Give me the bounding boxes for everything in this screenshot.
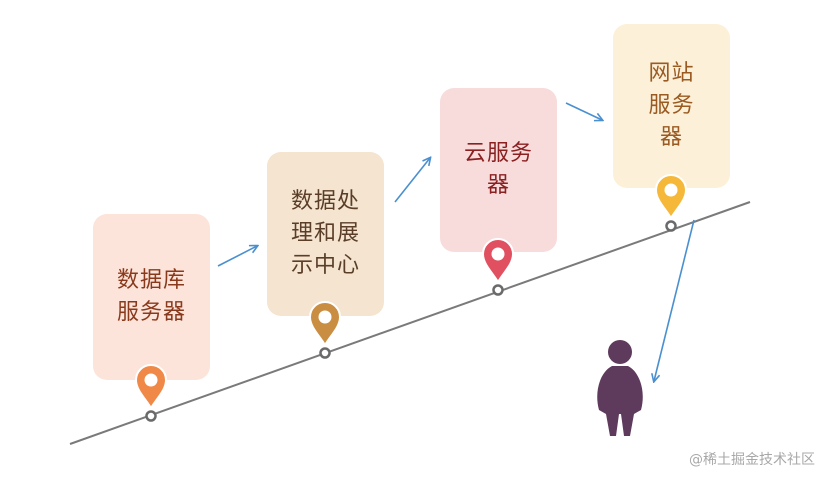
step-label: 数据库服务器 bbox=[116, 268, 186, 325]
user-person-icon bbox=[597, 340, 643, 436]
arrow-1-to-2 bbox=[217, 246, 257, 267]
arrow-3-to-4 bbox=[565, 102, 602, 120]
step-card-database-server: 数据库服务器 bbox=[93, 214, 210, 380]
arrow-2-to-3 bbox=[394, 158, 430, 203]
timeline-node-3 bbox=[492, 284, 504, 296]
step-label: 云服务器 bbox=[463, 141, 533, 198]
timeline-line bbox=[69, 201, 751, 445]
arrow-to-user bbox=[654, 219, 695, 381]
watermark-text: @稀土掘金技术社区 bbox=[689, 452, 815, 468]
step-label: 数据处理和展示中心 bbox=[290, 189, 360, 278]
step-card-data-processing-center: 数据处理和展示中心 bbox=[267, 152, 384, 316]
timeline-node-4 bbox=[665, 220, 677, 232]
timeline-node-2 bbox=[319, 347, 331, 359]
timeline-node-1 bbox=[145, 410, 157, 422]
step-card-cloud-server: 云服务器 bbox=[440, 88, 557, 252]
step-card-web-server: 网站服务器 bbox=[613, 24, 730, 188]
step-label: 网站服务器 bbox=[648, 61, 695, 150]
